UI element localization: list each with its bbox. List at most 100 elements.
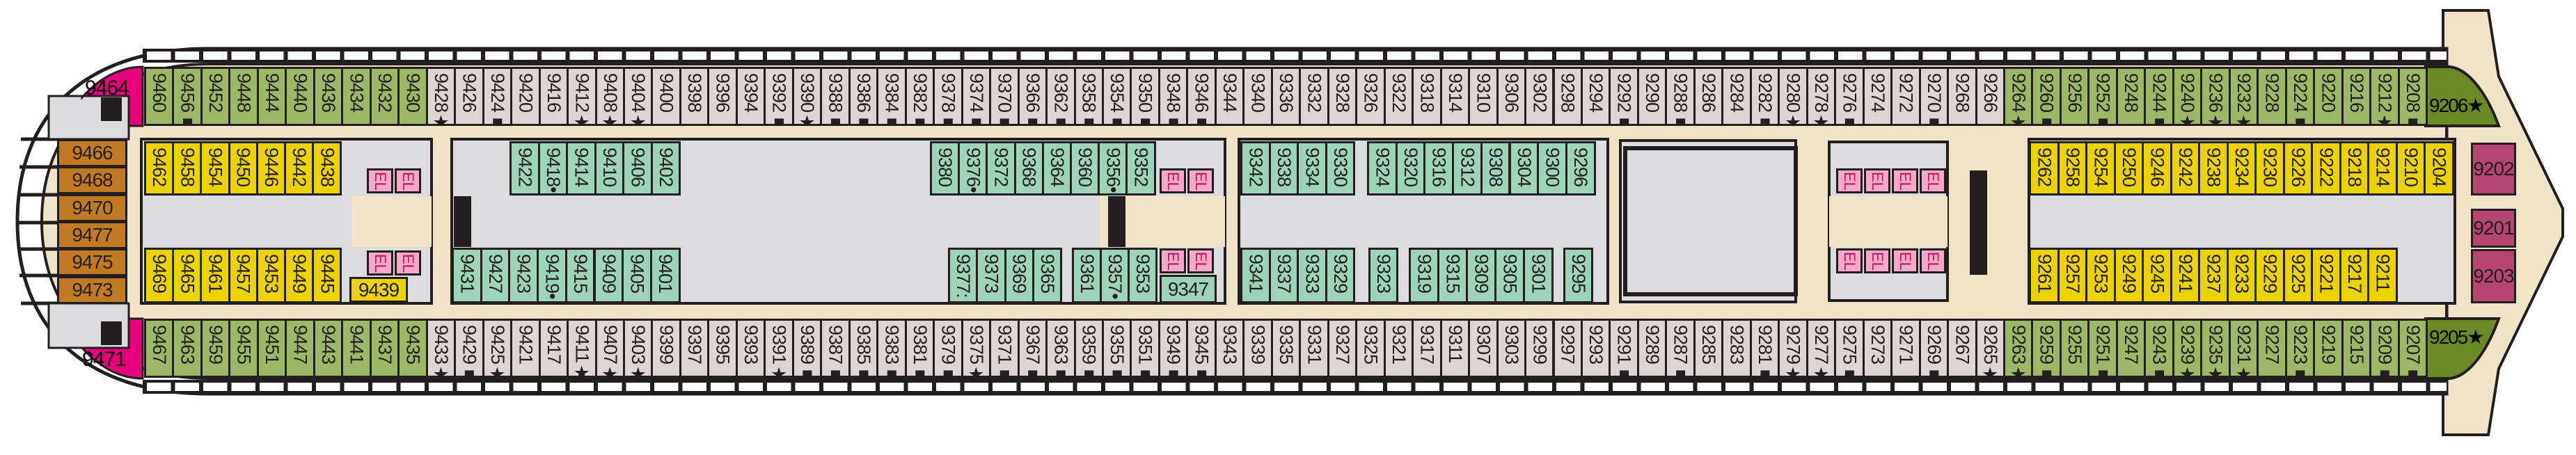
cabin[interactable]: 9316	[1423, 141, 1455, 195]
cabin[interactable]: 9459	[200, 319, 231, 378]
cabin[interactable]: 9282■	[1749, 67, 1780, 126]
cabin[interactable]: 9252■	[2087, 67, 2118, 126]
cabin[interactable]: 9231★	[2228, 319, 2259, 378]
cabin[interactable]: 9436	[313, 67, 344, 126]
cabin[interactable]: 9216	[2341, 67, 2372, 126]
cabin[interactable]: 9336	[1270, 67, 1302, 126]
cabin[interactable]: 9446	[255, 141, 286, 195]
cabin[interactable]: 9262	[2029, 141, 2060, 195]
cabin[interactable]: 9296	[1565, 141, 1596, 195]
cabin[interactable]: 9455	[228, 319, 259, 378]
cabin[interactable]: 9425★	[482, 319, 513, 378]
cabin[interactable]: 9421	[510, 319, 541, 378]
cabin[interactable]: 9431	[452, 248, 482, 303]
cabin[interactable]: 9443	[313, 319, 344, 378]
cabin[interactable]: 9428★	[425, 67, 457, 126]
cabin[interactable]: 9371■	[989, 319, 1020, 378]
cabin[interactable]: 9202	[2471, 143, 2516, 195]
cabin[interactable]: 9254	[2085, 141, 2116, 195]
cabin[interactable]: 9208■	[2397, 67, 2428, 126]
cabin[interactable]: 9233	[2226, 248, 2257, 303]
cabin[interactable]: 9379■	[933, 319, 963, 378]
cabin[interactable]: 9440	[285, 67, 315, 126]
cabin[interactable]: 9415	[564, 248, 596, 303]
cabin[interactable]: 9439	[349, 277, 408, 303]
cabin[interactable]: 9364	[1041, 141, 1072, 195]
cabin[interactable]: 9279★	[1778, 319, 1808, 378]
cabin[interactable]: 9240★	[2172, 67, 2203, 126]
cabin[interactable]: 9330	[1325, 141, 1355, 195]
cabin[interactable]: 9253	[2085, 248, 2116, 303]
cabin[interactable]: 9346■	[1186, 67, 1217, 126]
cabin[interactable]: 9207■	[2397, 319, 2428, 378]
cabin[interactable]: 9365	[1032, 248, 1063, 303]
cabin[interactable]: 9380	[930, 141, 961, 195]
cabin[interactable]: 9247	[2115, 319, 2147, 378]
cabin[interactable]: 9430	[397, 67, 428, 126]
cabin[interactable]: 9417	[538, 319, 569, 378]
cabin[interactable]: 9452	[200, 67, 231, 126]
cabin[interactable]: 9314	[1439, 67, 1471, 126]
cabin[interactable]: 9293	[1580, 319, 1611, 378]
cabin[interactable]: 9305	[1494, 248, 1525, 303]
cabin[interactable]: 9311	[1439, 319, 1471, 378]
cabin[interactable]: 9384■	[876, 67, 907, 126]
cabin[interactable]: 9242	[2170, 141, 2200, 195]
cabin[interactable]: 9442	[284, 141, 315, 195]
cabin[interactable]: 9422	[509, 141, 540, 195]
cabin[interactable]: 9275■	[1834, 319, 1865, 378]
cabin[interactable]: 9263★	[2003, 319, 2034, 378]
cabin[interactable]: 9288■	[1665, 67, 1696, 126]
cabin[interactable]: 9429■	[454, 319, 484, 378]
cabin[interactable]: 9465	[172, 248, 203, 303]
cabin[interactable]: 9451	[256, 319, 287, 378]
cabin[interactable]: 9256	[2059, 67, 2090, 126]
cabin[interactable]: 9375★	[961, 319, 992, 378]
cabin[interactable]: 9319	[1409, 248, 1439, 303]
cabin[interactable]: 9271	[1890, 319, 1921, 378]
cabin[interactable]: 9222	[2311, 141, 2341, 195]
cabin[interactable]: 9409	[593, 248, 624, 303]
cabin[interactable]: 9203	[2471, 249, 2516, 303]
cabin[interactable]: 9398	[679, 67, 710, 126]
cabin[interactable]: 9218	[2339, 141, 2369, 195]
cabin[interactable]: 9270■	[1918, 67, 1950, 126]
cabin[interactable]: 9448	[228, 67, 259, 126]
cabin[interactable]: 9260■	[2031, 67, 2062, 126]
cabin[interactable]: 9268	[1947, 67, 1977, 126]
cabin[interactable]: 9345■	[1186, 319, 1217, 378]
cabin[interactable]: 9323	[1368, 248, 1398, 303]
cabin[interactable]: 9250	[2113, 141, 2144, 195]
cabin[interactable]: 9308	[1480, 141, 1511, 195]
cabin[interactable]: 9424■	[482, 67, 513, 126]
cabin[interactable]: 9241	[2170, 248, 2200, 303]
cabin[interactable]: 9361	[1072, 248, 1102, 303]
cabin[interactable]: 9232★	[2228, 67, 2259, 126]
cabin[interactable]: 9289	[1636, 319, 1668, 378]
cabin[interactable]: 9239★	[2172, 319, 2203, 378]
cabin[interactable]: 9383■	[876, 319, 907, 378]
cabin[interactable]: 9458	[172, 141, 203, 195]
cabin[interactable]: 9359■	[1073, 319, 1104, 378]
cabin[interactable]: 9456■	[172, 67, 203, 126]
cabin[interactable]: 9370■	[989, 67, 1020, 126]
cabin[interactable]: 9399	[651, 319, 681, 378]
cabin[interactable]: 9326	[1355, 67, 1386, 126]
cabin[interactable]: 9397	[679, 319, 710, 378]
cabin[interactable]: 9327	[1327, 319, 1358, 378]
cabin[interactable]: 9220	[2313, 67, 2344, 126]
cabin[interactable]: 9212★	[2369, 67, 2400, 126]
cabin[interactable]: 9286	[1693, 67, 1724, 126]
cabin[interactable]: 9423	[508, 248, 539, 303]
cabin-label[interactable]: 9206★	[2429, 95, 2484, 116]
cabin[interactable]: 9315	[1437, 248, 1468, 303]
cabin[interactable]: 9227	[2257, 319, 2287, 378]
cabin[interactable]: 9312	[1452, 141, 1483, 195]
cabin[interactable]: 9404★	[622, 67, 654, 126]
cabin[interactable]: 9377:	[948, 248, 979, 303]
cabin[interactable]: 9292■	[1609, 67, 1639, 126]
cabin[interactable]: 9432	[369, 67, 400, 126]
cabin[interactable]: 9410	[594, 141, 624, 195]
cabin[interactable]: 9385■	[848, 319, 879, 378]
cabin[interactable]: 9468	[57, 166, 127, 195]
